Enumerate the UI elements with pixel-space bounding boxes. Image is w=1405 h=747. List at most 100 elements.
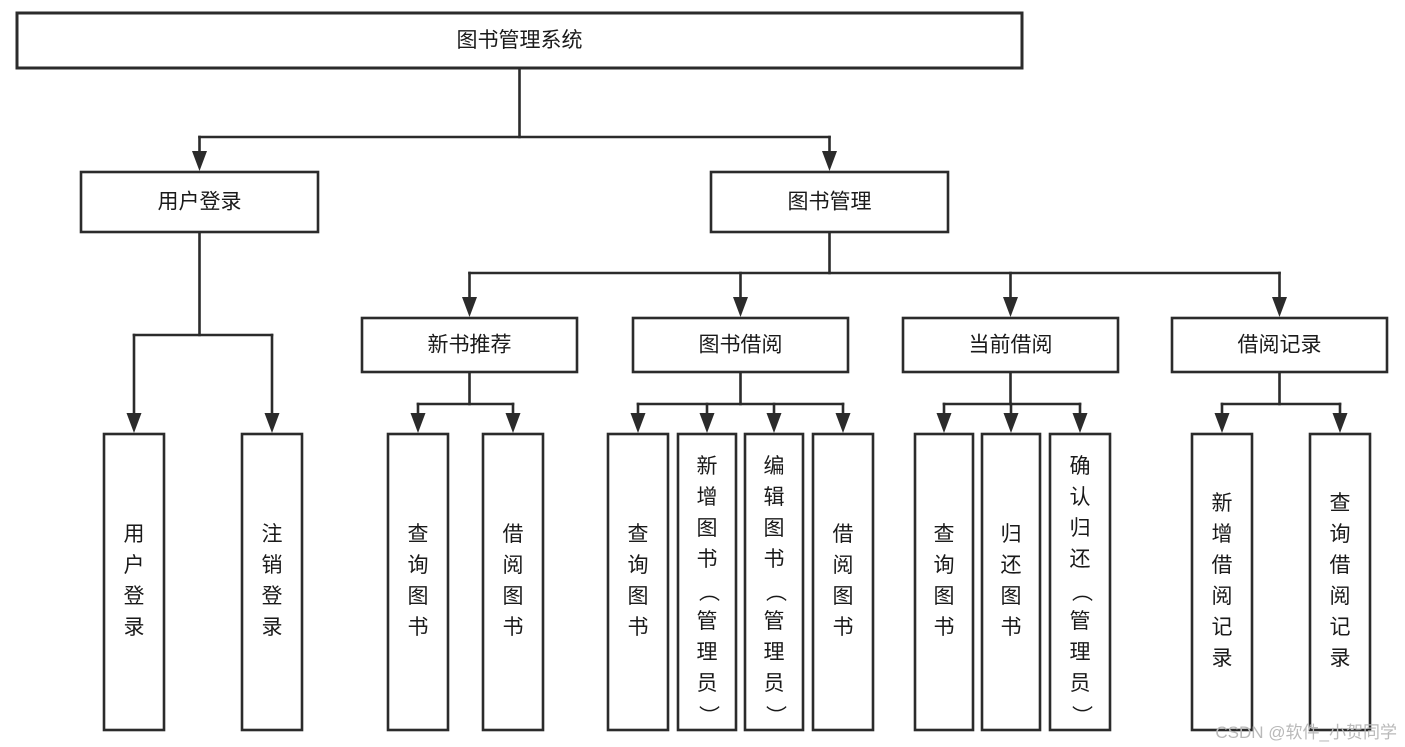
node-box-leaf-return-book[interactable] [980, 432, 1042, 732]
node-box-leaf-borrow-book[interactable] [811, 432, 875, 732]
arrow-head-icon [462, 297, 477, 317]
svg-text:登: 登 [262, 585, 283, 608]
node-box-book-borrow[interactable] [631, 316, 850, 374]
arrow-head-icon [1003, 297, 1018, 317]
svg-text:（: （ [763, 581, 786, 602]
svg-text:理: 理 [1070, 641, 1091, 664]
node-box-leaf-query-book-borrow[interactable] [606, 432, 670, 732]
svg-text:登: 登 [124, 585, 145, 608]
svg-text:增: 增 [1212, 523, 1233, 546]
svg-text:阅: 阅 [1330, 585, 1351, 608]
node-book-borrow[interactable]: 图书借阅 [631, 316, 850, 374]
svg-text:书: 书 [833, 616, 854, 639]
connector-group-user-login [126, 230, 280, 433]
arrow-head-icon [192, 151, 207, 171]
node-box-leaf-query-book-new[interactable] [386, 432, 450, 732]
node-box-leaf-add-borrow-record[interactable] [1190, 432, 1254, 732]
node-box-leaf-confirm-return-admin[interactable] [1048, 432, 1112, 732]
svg-text:理: 理 [697, 641, 718, 664]
arrow-head-icon [505, 413, 521, 433]
node-box-leaf-user-login[interactable] [102, 432, 166, 732]
svg-text:查: 查 [628, 523, 649, 546]
svg-text:查: 查 [1330, 492, 1351, 515]
node-borrow-record[interactable]: 借阅记录 [1170, 316, 1389, 374]
node-new-book-recommend[interactable]: 新书推荐 [360, 316, 579, 374]
svg-text:）: ） [763, 705, 786, 726]
node-leaf-user-login[interactable]: 用户登录 [102, 432, 166, 732]
node-box-leaf-add-book-admin[interactable] [676, 432, 738, 732]
node-box-current-borrow[interactable] [901, 316, 1120, 374]
node-label-root: 图书管理系统 [457, 29, 583, 52]
connector-layer [126, 66, 1348, 433]
svg-text:认: 认 [1070, 486, 1091, 509]
arrow-head-icon [699, 413, 715, 433]
node-box-leaf-query-book-current[interactable] [913, 432, 975, 732]
node-box-leaf-borrow-book-new[interactable] [481, 432, 545, 732]
node-box-book-management[interactable] [709, 170, 950, 234]
node-box-root[interactable] [15, 11, 1024, 70]
node-layer: 图书管理系统用户登录图书管理新书推荐图书借阅当前借阅借阅记录用户登录注销登录查询… [15, 11, 1389, 732]
svg-text:用: 用 [124, 523, 145, 546]
node-box-leaf-query-borrow-record[interactable] [1308, 432, 1372, 732]
arrow-head-icon [733, 297, 748, 317]
svg-text:管: 管 [1070, 610, 1091, 633]
svg-text:书: 书 [934, 616, 955, 639]
node-user-login[interactable]: 用户登录 [79, 170, 320, 234]
svg-text:编: 编 [764, 455, 785, 478]
svg-text:归: 归 [1001, 523, 1022, 546]
node-box-user-login[interactable] [79, 170, 320, 234]
node-book-management[interactable]: 图书管理 [709, 170, 950, 234]
svg-text:记: 记 [1212, 616, 1233, 639]
arrow-head-icon [1214, 413, 1230, 433]
arrow-head-icon [822, 151, 837, 171]
arrow-head-icon [1072, 413, 1088, 433]
svg-text:图: 图 [408, 585, 429, 608]
arrow-head-icon [264, 413, 280, 433]
node-label-book-borrow: 图书借阅 [699, 334, 783, 357]
node-box-new-book-recommend[interactable] [360, 316, 579, 374]
node-current-borrow[interactable]: 当前借阅 [901, 316, 1120, 374]
node-root[interactable]: 图书管理系统 [15, 11, 1024, 70]
node-box-leaf-logout[interactable] [240, 432, 304, 732]
svg-text:书: 书 [697, 548, 718, 571]
arrow-head-icon [1332, 413, 1348, 433]
connector-group-current-borrow [936, 370, 1088, 433]
node-label-book-management: 图书管理 [788, 191, 872, 214]
svg-text:销: 销 [262, 554, 283, 577]
svg-text:管: 管 [697, 610, 718, 633]
arrow-head-icon [835, 413, 851, 433]
svg-text:）: ） [696, 705, 719, 726]
svg-text:还: 还 [1001, 554, 1022, 577]
connector-group-book-borrow [630, 370, 851, 433]
svg-text:借: 借 [1330, 554, 1351, 577]
svg-text:新: 新 [697, 455, 718, 478]
svg-text:借: 借 [503, 523, 524, 546]
svg-text:询: 询 [628, 554, 649, 577]
node-box-borrow-record[interactable] [1170, 316, 1389, 374]
node-label-new-book-recommend: 新书推荐 [428, 334, 512, 357]
svg-text:书: 书 [764, 548, 785, 571]
watermark-text: CSDN @软件_小贺同学 [1215, 723, 1397, 742]
svg-text:借: 借 [1212, 554, 1233, 577]
node-box-leaf-edit-book-admin[interactable] [743, 432, 805, 732]
